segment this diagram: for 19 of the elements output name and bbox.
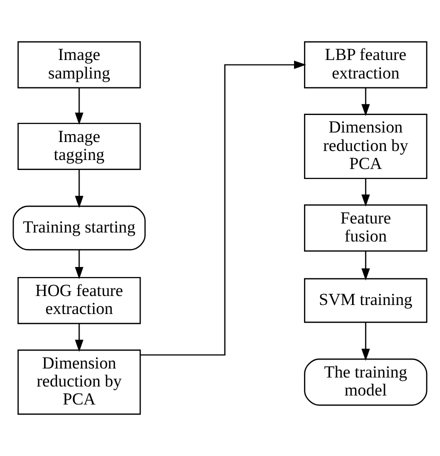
arrow bbox=[361, 88, 370, 116]
node-box: Dimension reduction by PCA bbox=[18, 350, 141, 415]
arrow bbox=[361, 251, 370, 281]
arrow bbox=[74, 324, 84, 352]
node-box: HOG feature extraction bbox=[18, 276, 141, 324]
arrow bbox=[74, 88, 84, 125]
arrow bbox=[361, 178, 370, 207]
node-box: Image tagging bbox=[18, 122, 141, 170]
arrow bbox=[74, 170, 84, 208]
node-box: SVM training bbox=[304, 278, 428, 323]
node-box: Training starting bbox=[12, 206, 146, 250]
node-box: Dimension reduction by PCA bbox=[304, 114, 428, 180]
arrow bbox=[140, 60, 306, 356]
arrow bbox=[361, 322, 370, 361]
node-box: Image sampling bbox=[18, 41, 141, 88]
node-box: The training model bbox=[304, 358, 428, 406]
arrow bbox=[74, 250, 84, 280]
node-box: Feature fusion bbox=[304, 204, 428, 252]
node-box: LBP feature extraction bbox=[304, 41, 428, 88]
